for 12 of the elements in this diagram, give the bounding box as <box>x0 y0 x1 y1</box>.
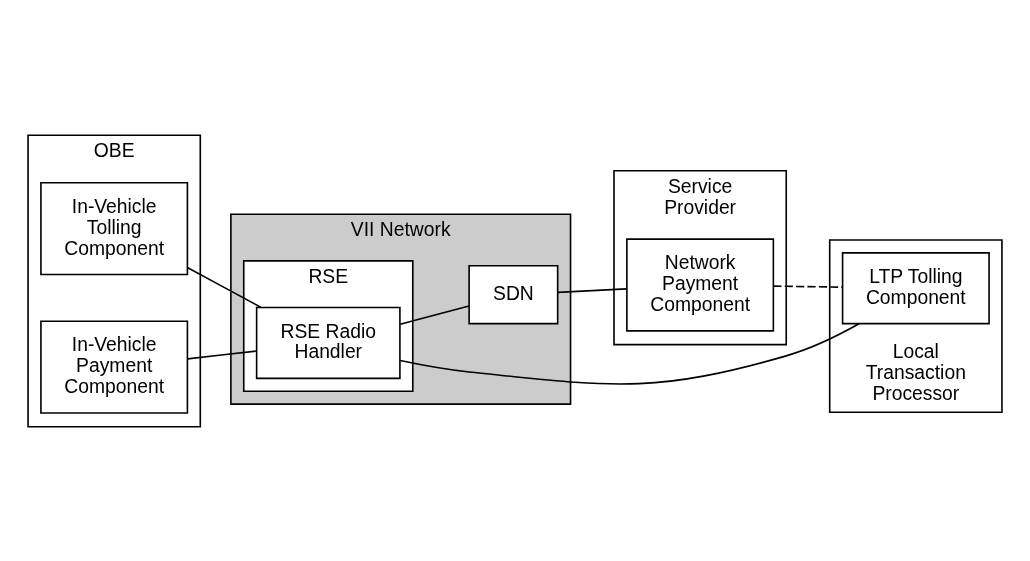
node-box: Network Payment Component <box>626 237 775 332</box>
connector <box>557 287 628 293</box>
node-box: LTP Tolling Component <box>841 251 990 324</box>
connector <box>186 266 262 308</box>
connector <box>772 284 844 288</box>
node-box: In-Vehicle Payment Component <box>40 319 189 414</box>
connector <box>399 322 860 385</box>
connector <box>399 304 470 325</box>
connector <box>186 349 258 360</box>
node-box: RSE Radio Handler <box>255 306 401 379</box>
node-box: In-Vehicle Tolling Component <box>40 181 189 275</box>
node-box: SDN <box>468 264 559 324</box>
